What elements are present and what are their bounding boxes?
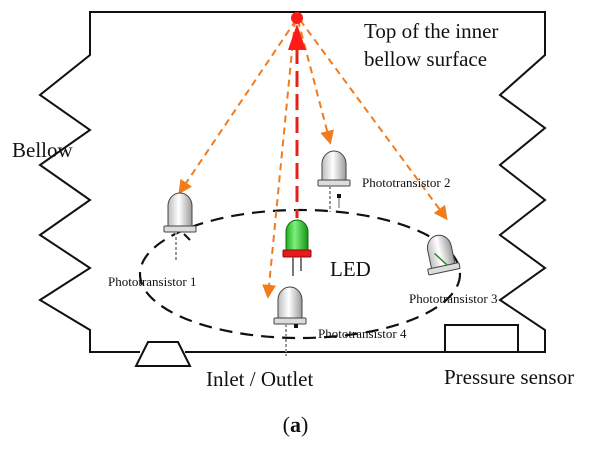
ray-to-pt4 [262,19,296,299]
ray-to-pt1 [178,19,297,195]
figure-caption: (a) [0,412,591,438]
pressure-sensor [444,324,519,353]
label-phototransistor-4: Phototransistor 4 [318,326,407,341]
label-phototransistor-1: Phototransistor 1 [108,274,196,289]
chamber-right-wall [300,11,547,353]
label-bellow: Bellow [12,138,73,162]
label-led: LED [330,257,371,281]
label-pressure-sensor: Pressure sensor [444,365,574,389]
led-beam-arrowhead [288,24,306,50]
inlet-outlet-port [134,341,192,367]
label-phototransistor-2: Phototransistor 2 [362,175,450,190]
phototransistor-3 [426,234,461,276]
caption-open: ( [282,412,290,437]
light-source-dot [291,12,303,24]
label-phototransistor-3: Phototransistor 3 [409,291,497,306]
ray-to-pt2 [297,19,334,145]
led [282,219,312,276]
phototransistor-1 [163,192,197,262]
label-top-line1: Top of the inner [364,19,498,43]
sensor-ring [138,208,462,340]
label-inlet-outlet: Inlet / Outlet [206,367,313,391]
phototransistor-4 [273,286,307,356]
phototransistor-2 [317,150,351,212]
ray-to-pt3 [299,19,448,221]
chamber-outline [38,11,547,353]
label-top-line2: bellow surface [364,47,487,71]
chamber-left-wall [38,11,300,353]
caption-close: ) [301,412,309,437]
light-rays [178,19,448,299]
caption-letter: a [290,412,301,437]
